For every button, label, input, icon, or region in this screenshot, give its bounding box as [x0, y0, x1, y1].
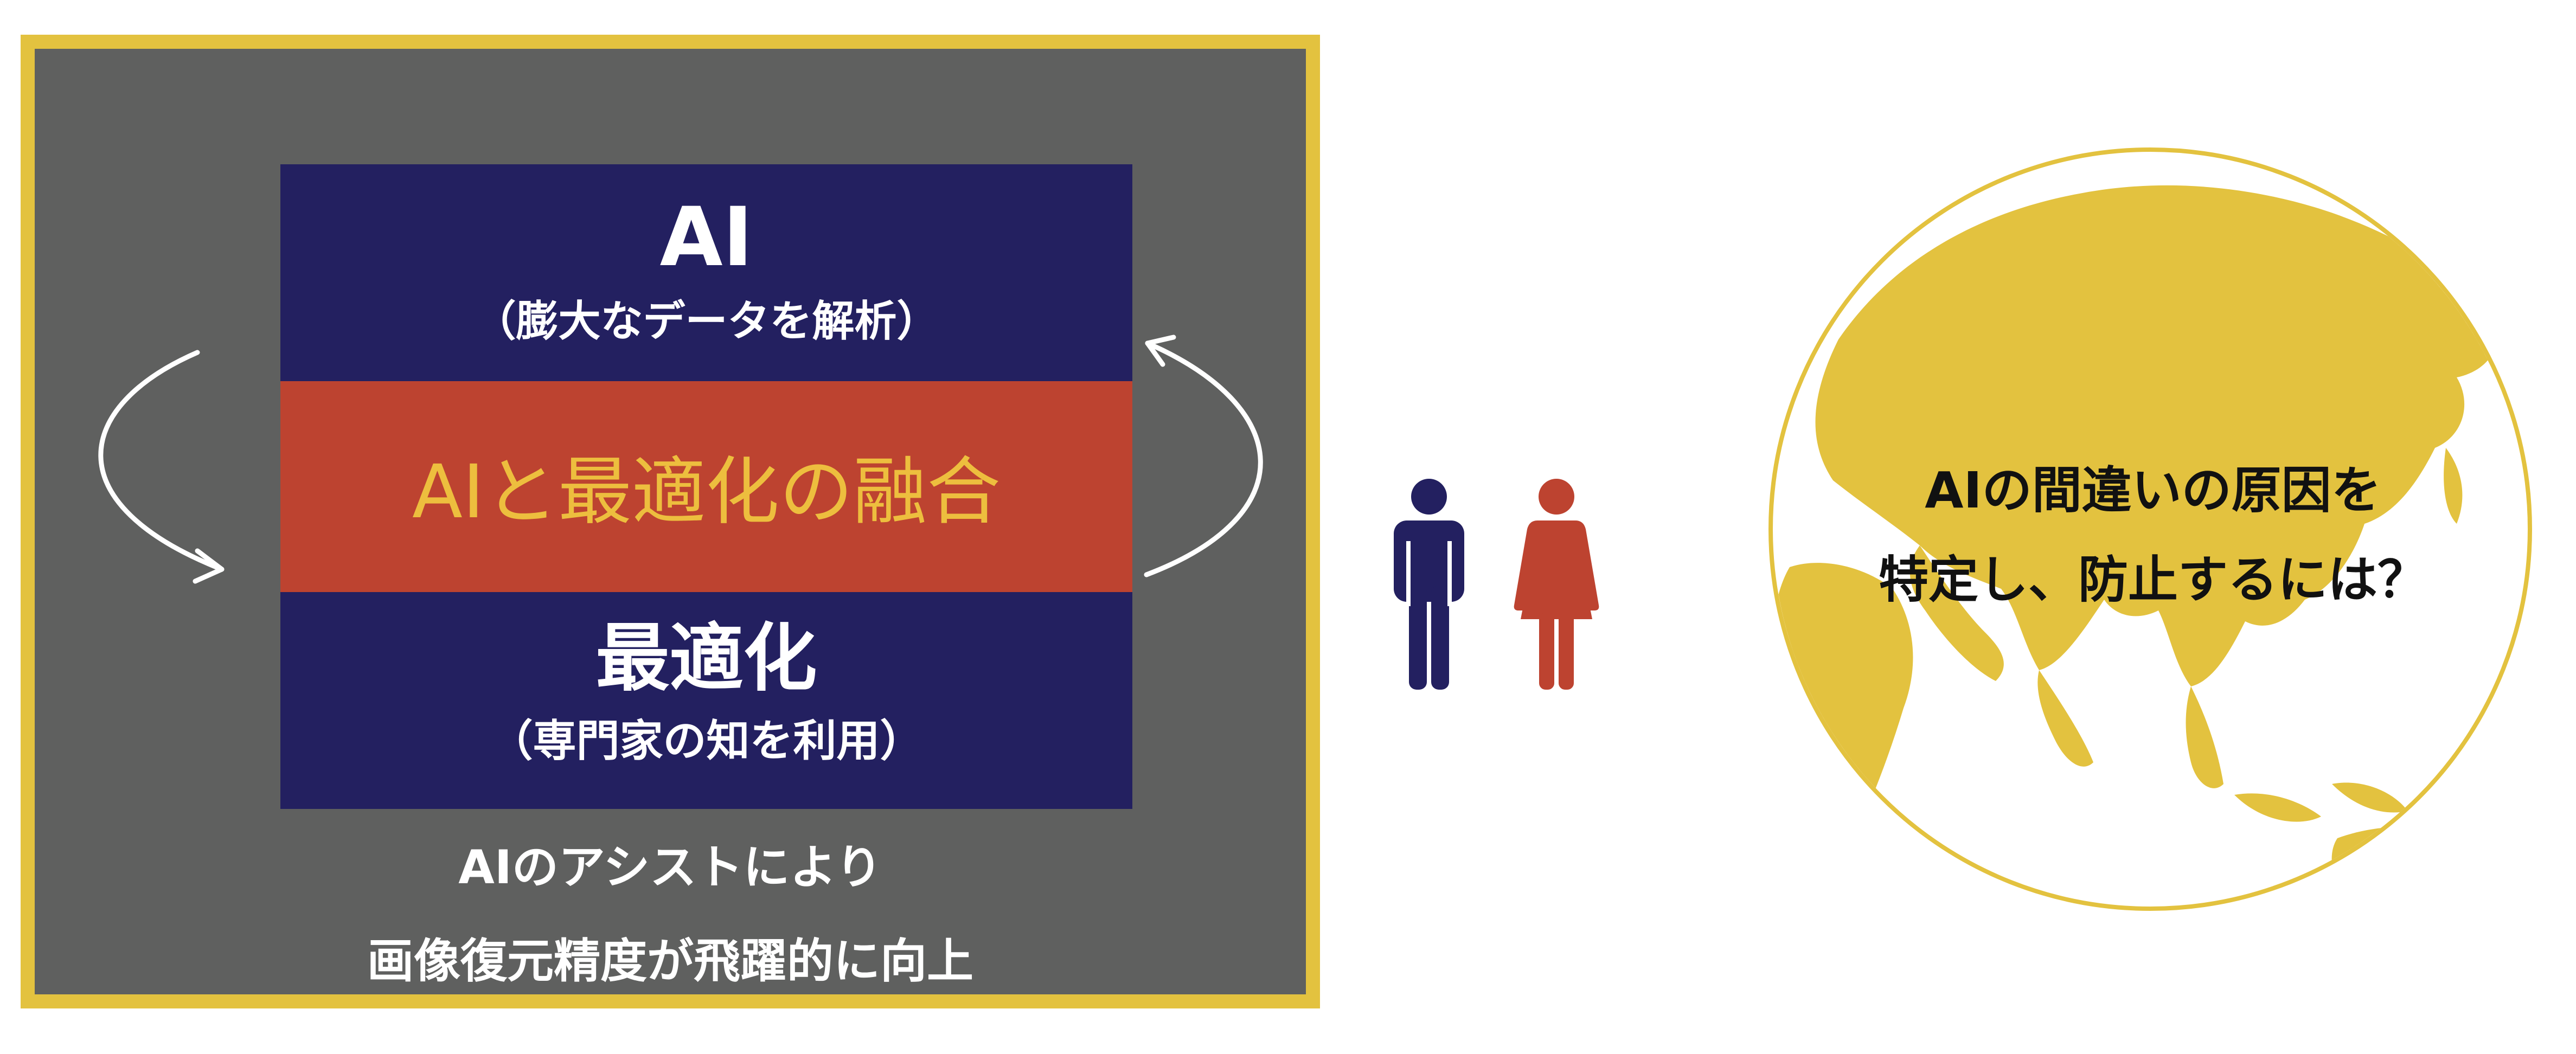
ai-block-title: AI: [659, 190, 753, 285]
cycle-arrows: [98, 335, 1263, 584]
optimization-block-subtitle: （専門家の知を利用）: [489, 716, 924, 766]
male-person-icon: [1394, 479, 1464, 690]
globe-icon: [1768, 147, 2532, 911]
framework-panel: AI （膨大なデータを解析） AIと最適化の融合 最適化 （専門家の知を利用） …: [21, 35, 1320, 1008]
ai-block: AI （膨大なデータを解析）: [280, 164, 1132, 381]
ai-block-subtitle: （膨大なデータを解析）: [473, 297, 939, 346]
caption-line-1: AIのアシストにより: [458, 840, 882, 895]
globe-question-line-2: 特定し、防止するには？: [1878, 551, 2427, 609]
optimization-block-title: 最適化: [595, 616, 817, 702]
optimization-block: 最適化 （専門家の知を利用）: [280, 592, 1132, 809]
globe-question-line-1: AIの間違いの原因を: [1925, 461, 2381, 519]
cycle-arrow-left: [98, 350, 225, 572]
fusion-block-label: AIと最適化の融合: [412, 449, 1001, 535]
fusion-block: AIと最適化の融合: [280, 381, 1132, 592]
cycle-arrow-right: [1144, 340, 1263, 577]
female-person-icon: [1514, 479, 1599, 690]
caption-line-2: 画像復元精度が飛躍的に向上: [367, 934, 973, 988]
